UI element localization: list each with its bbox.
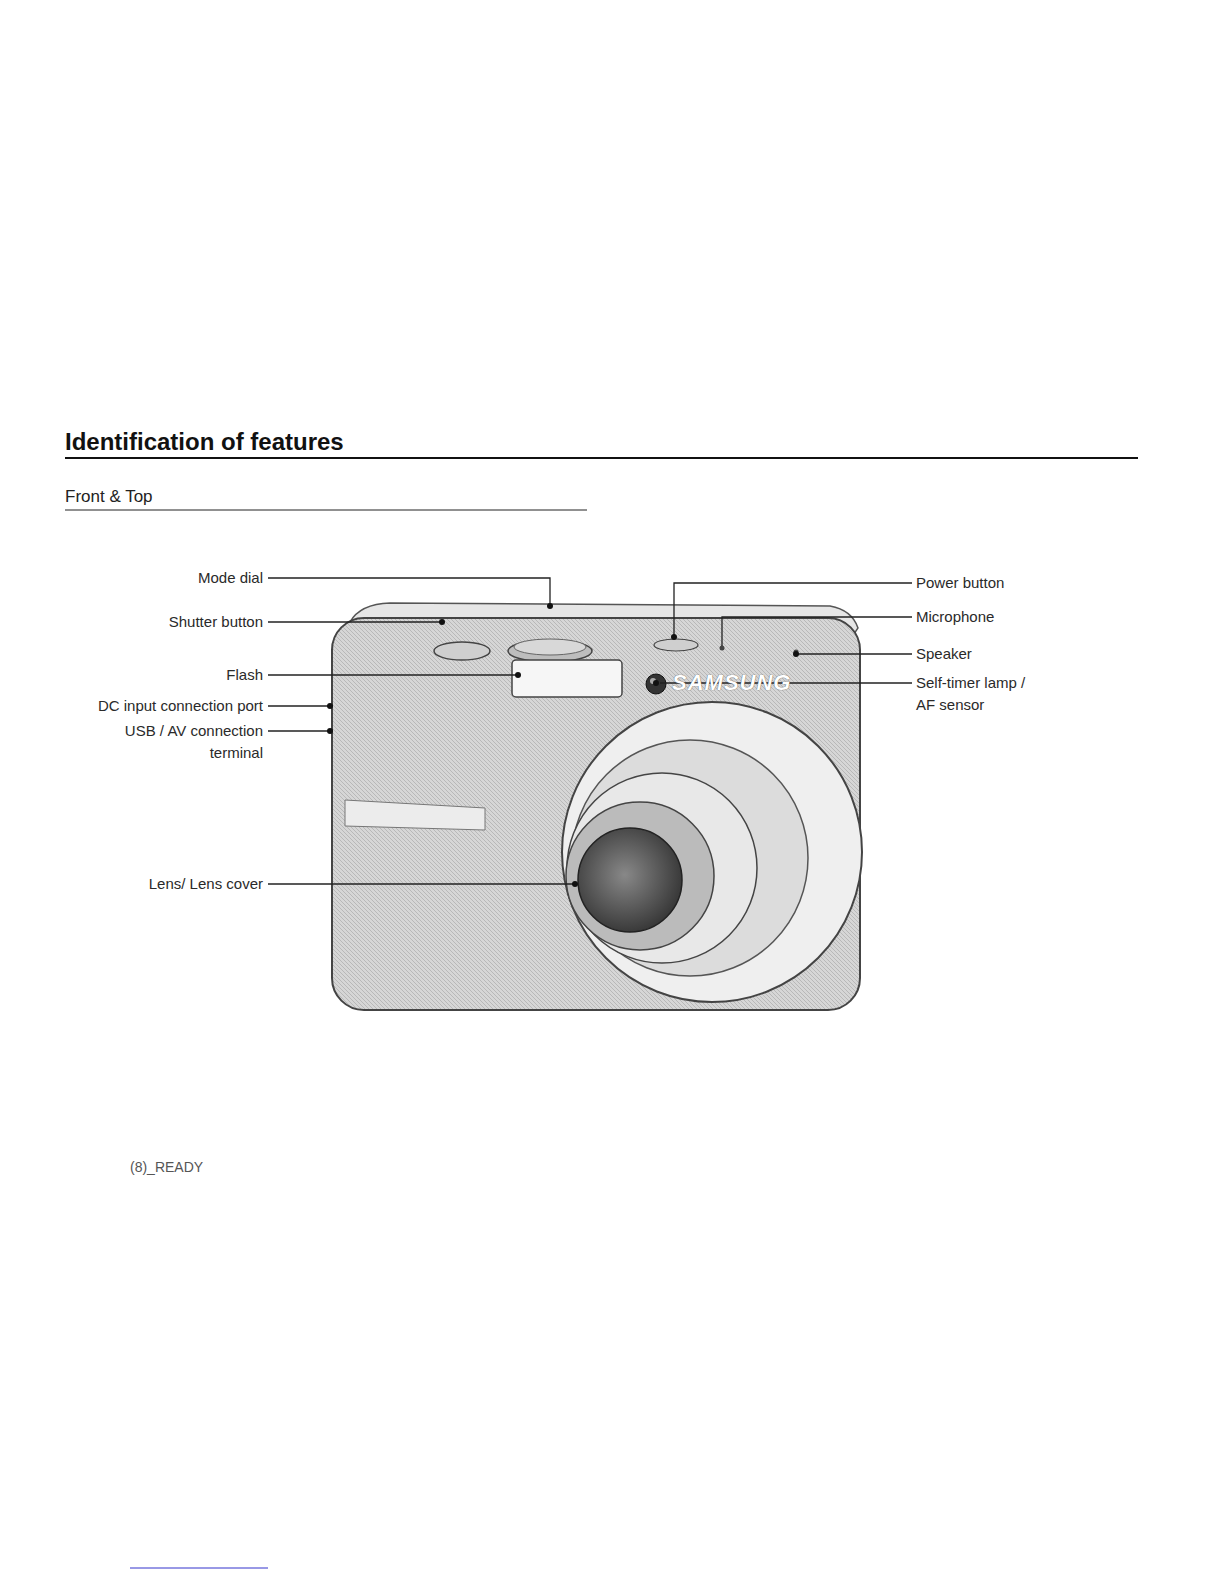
brand-logo: SAMSUNG	[672, 672, 791, 694]
part-label: Shutter button	[169, 611, 263, 633]
part-label: Lens/ Lens cover	[149, 873, 263, 895]
part-label: USB / AV connection terminal	[103, 720, 263, 764]
part-label: DC input connection port	[98, 695, 263, 717]
page-footer: (8)_READY	[130, 1156, 203, 1178]
part-label: Self-timer lamp / AF sensor	[916, 672, 1046, 716]
part-label: Speaker	[916, 643, 972, 665]
part-label: Flash	[226, 664, 263, 686]
section-heading: Front & Top	[65, 486, 153, 508]
part-label: Microphone	[916, 606, 994, 628]
part-label: Mode dial	[198, 567, 263, 589]
part-label: Power button	[916, 572, 1004, 594]
page-title: Identification of features	[65, 428, 344, 456]
